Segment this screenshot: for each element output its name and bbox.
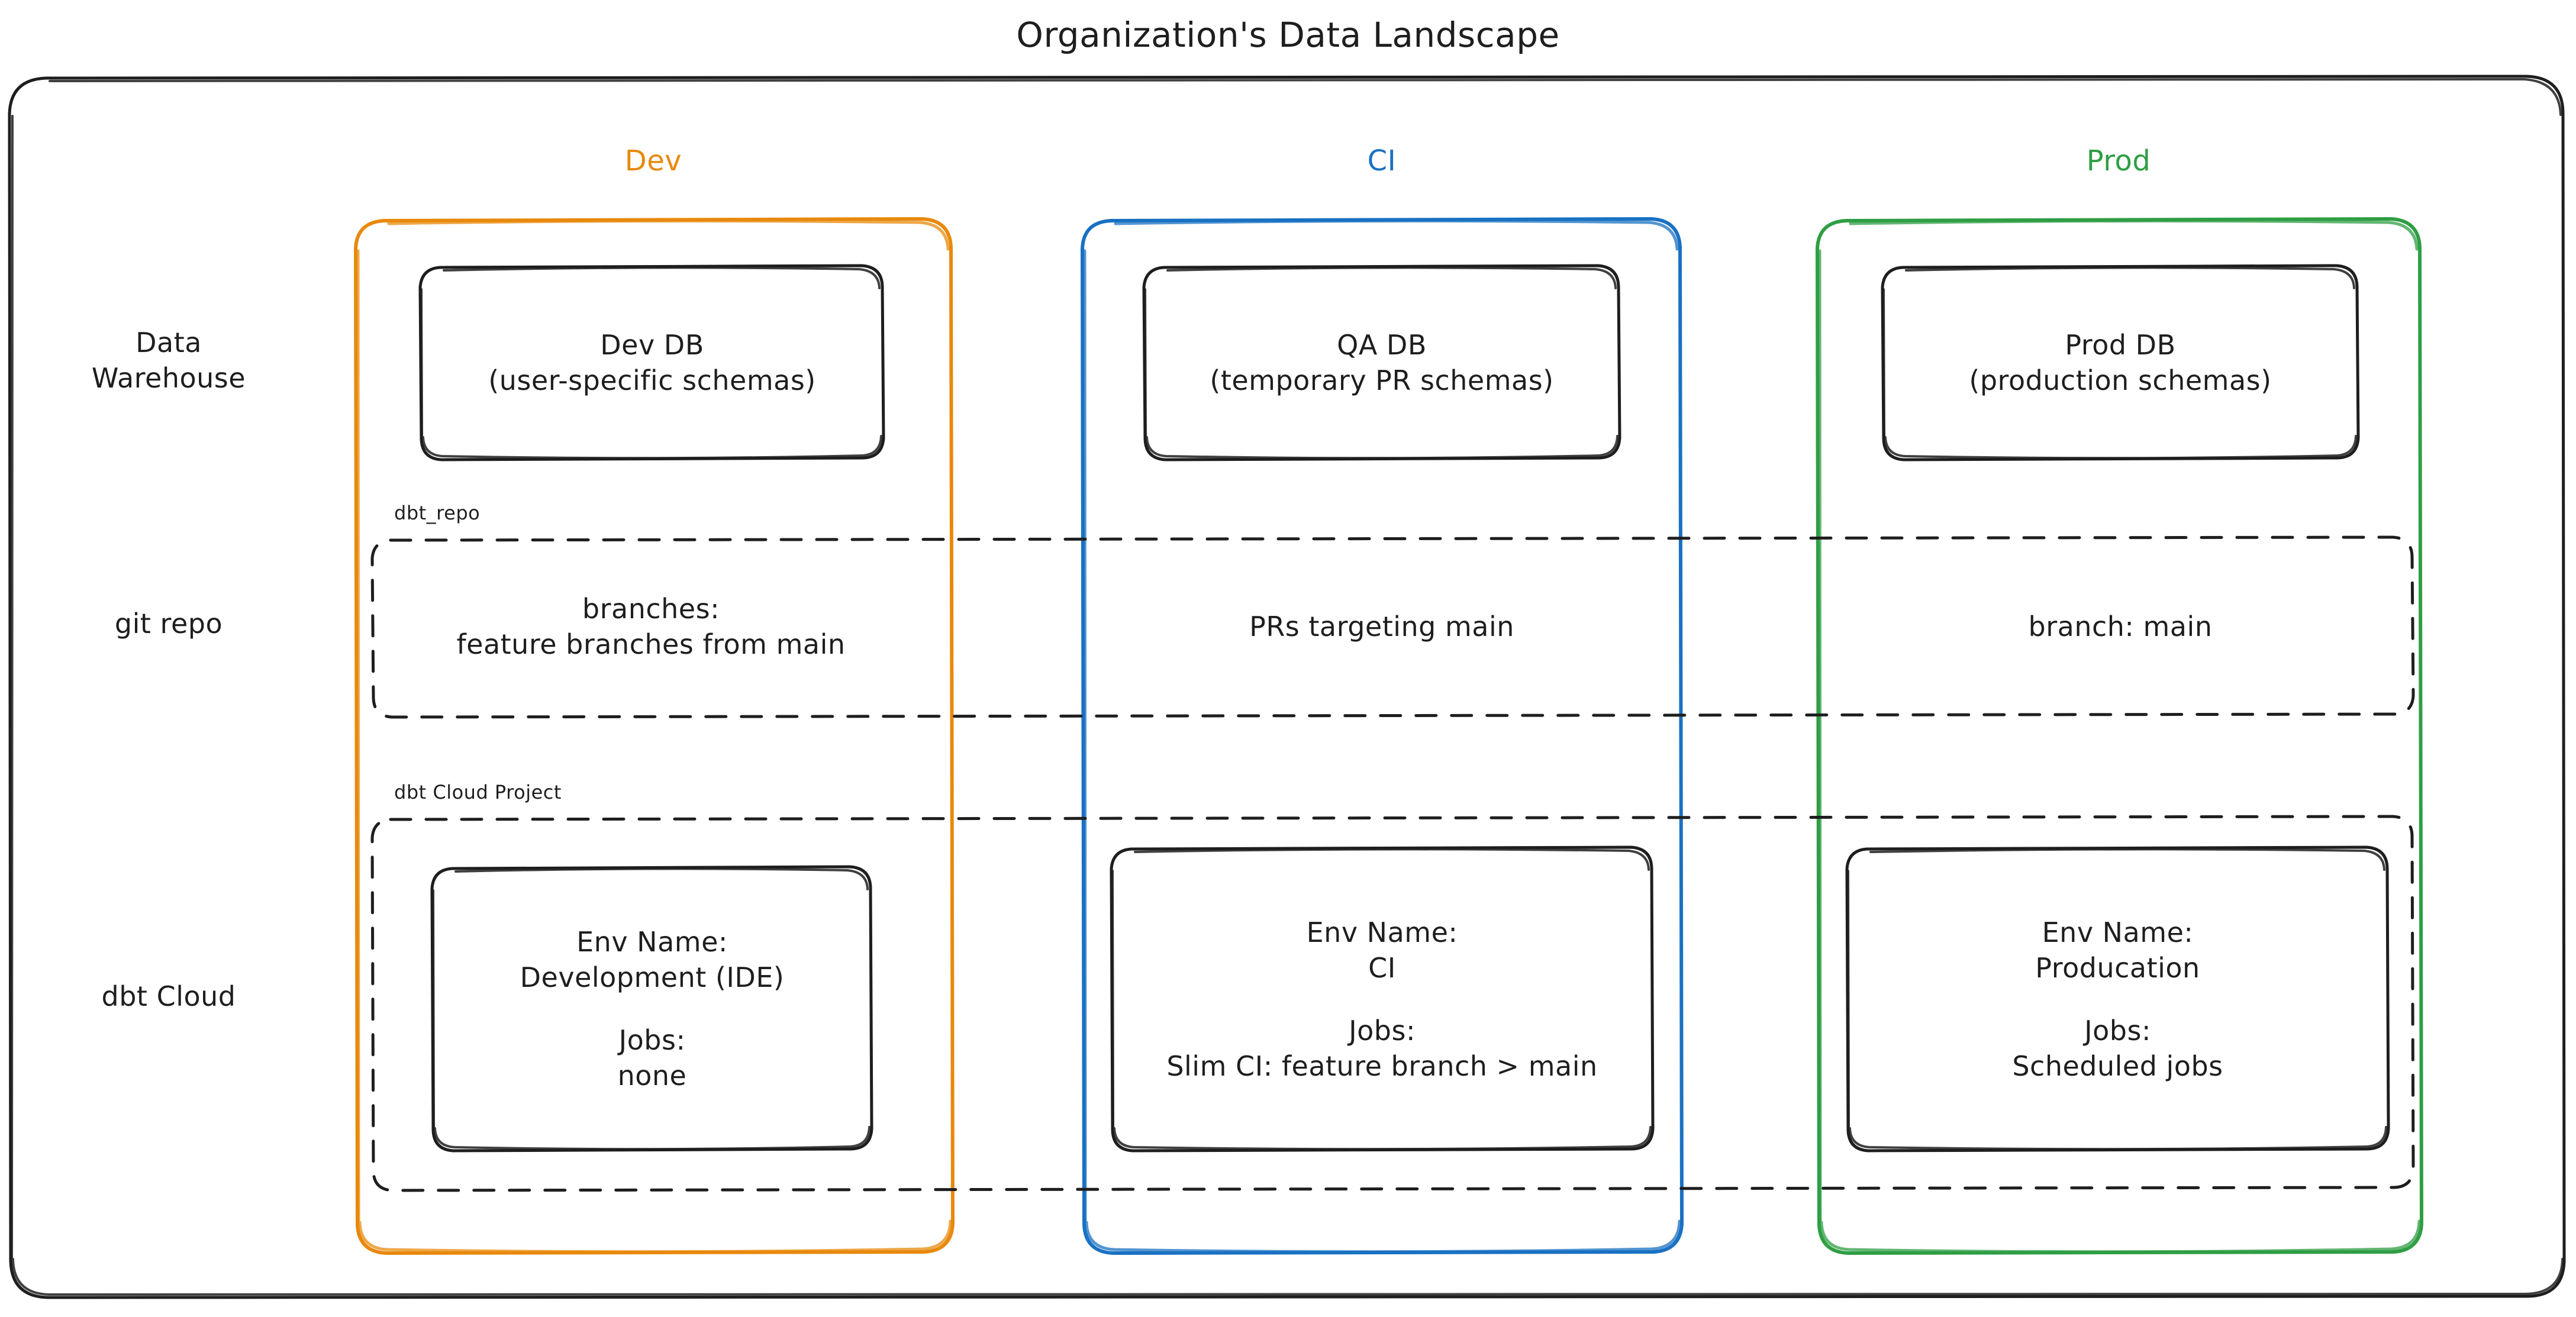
prod-git-line-1: branch: main	[2028, 611, 2213, 643]
column-header-dev: Dev	[624, 144, 682, 177]
column-header-ci: CI	[1367, 144, 1397, 177]
prod-env-name-value: Producation	[2035, 952, 2200, 984]
prod-jobs-label: Jobs:	[2084, 1015, 2151, 1047]
ci-env-name-label: Env Name:	[1306, 916, 1458, 949]
dev-db-line-1: Dev DB	[600, 329, 704, 361]
row-label-git-repo: git repo	[114, 608, 223, 640]
column-header-prod: Prod	[2086, 144, 2151, 177]
dev-git-line-1: branches:	[582, 593, 720, 625]
dev-env-name-value: Development (IDE)	[520, 961, 785, 994]
page-title: Organization's Data Landscape	[1016, 15, 1560, 56]
dev-git-text: branches: feature branches from main	[408, 568, 894, 686]
ci-git-line-1: PRs targeting main	[1249, 611, 1514, 643]
ci-env-text: Env Name: CI Jobs: Slim CI: feature bran…	[1111, 849, 1653, 1151]
ci-git-text: PRs targeting main	[1145, 568, 1619, 686]
frame-label-dbt-repo: dbt_repo	[394, 502, 481, 525]
prod-env-name-label: Env Name:	[2042, 916, 2194, 949]
dev-db-box-text: Dev DB (user-specific schemas)	[421, 267, 883, 459]
dev-env-name-label: Env Name:	[576, 926, 728, 958]
row-label-dbt-cloud: dbt Cloud	[101, 980, 236, 1013]
prod-db-line-2: (production schemas)	[1969, 364, 2272, 396]
prod-env-text: Env Name: Producation Jobs: Scheduled jo…	[1847, 849, 2388, 1151]
frame-label-dbt-cloud-project: dbt Cloud Project	[394, 781, 562, 804]
qa-db-line-1: QA DB	[1337, 329, 1427, 361]
dev-git-line-2: feature branches from main	[456, 628, 846, 660]
qa-db-box-text: QA DB (temporary PR schemas)	[1145, 267, 1619, 459]
prod-jobs-value: Scheduled jobs	[2012, 1050, 2223, 1082]
prod-git-text: branch: main	[1884, 568, 2357, 686]
prod-db-line-1: Prod DB	[2065, 329, 2176, 361]
prod-db-box-text: Prod DB (production schemas)	[1884, 267, 2357, 459]
ci-jobs-label: Jobs:	[1349, 1015, 1416, 1047]
dev-jobs-label: Jobs:	[618, 1024, 686, 1056]
qa-db-line-2: (temporary PR schemas)	[1210, 364, 1554, 396]
ci-env-name-value: CI	[1368, 952, 1396, 984]
ci-jobs-value: Slim CI: feature branch > main	[1166, 1050, 1598, 1082]
dev-db-line-2: (user-specific schemas)	[488, 364, 816, 396]
dev-jobs-value: none	[617, 1059, 687, 1092]
row-label-data-warehouse: Data Warehouse	[91, 327, 246, 394]
dev-env-text: Env Name: Development (IDE) Jobs: none	[433, 869, 871, 1150]
